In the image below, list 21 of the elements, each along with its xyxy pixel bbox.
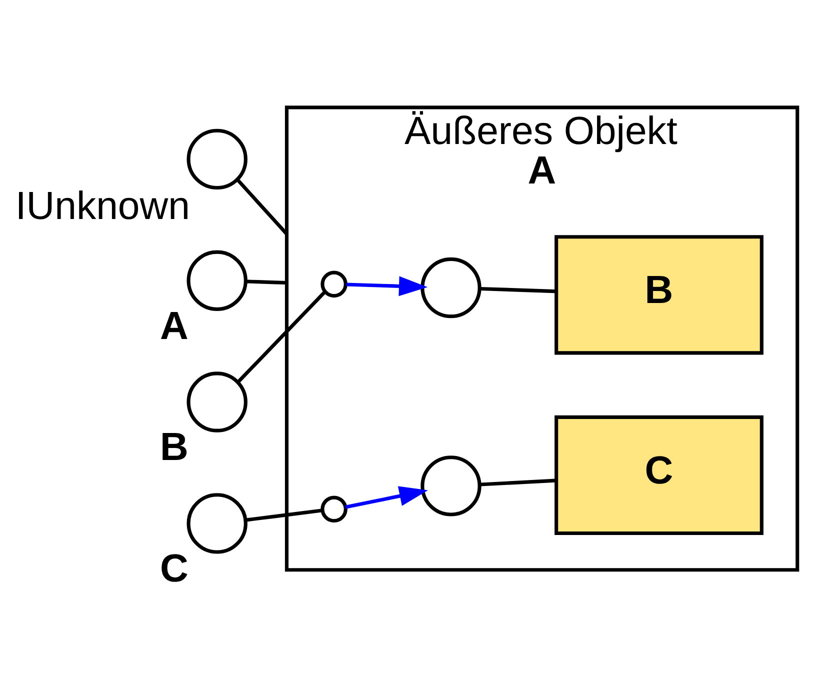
arrow — [345, 486, 428, 508]
node-circle — [420, 455, 482, 516]
node-circle — [186, 492, 248, 554]
node-circle — [186, 128, 248, 190]
node-circle — [320, 495, 348, 522]
node-label: B — [160, 424, 188, 469]
connector — [246, 279, 287, 284]
node-label: IUnknown — [15, 184, 190, 228]
node-circle — [320, 270, 348, 298]
arrow — [346, 276, 428, 296]
node-circle — [186, 371, 248, 432]
node-box: B — [554, 234, 764, 354]
node-circle — [186, 250, 248, 310]
node-label: C — [160, 546, 188, 590]
connector — [480, 286, 556, 293]
node-circle — [420, 256, 482, 318]
connector — [480, 478, 556, 486]
node-label: A — [160, 303, 188, 348]
node-box: C — [554, 414, 764, 535]
connector — [236, 290, 326, 383]
connector — [246, 508, 323, 522]
